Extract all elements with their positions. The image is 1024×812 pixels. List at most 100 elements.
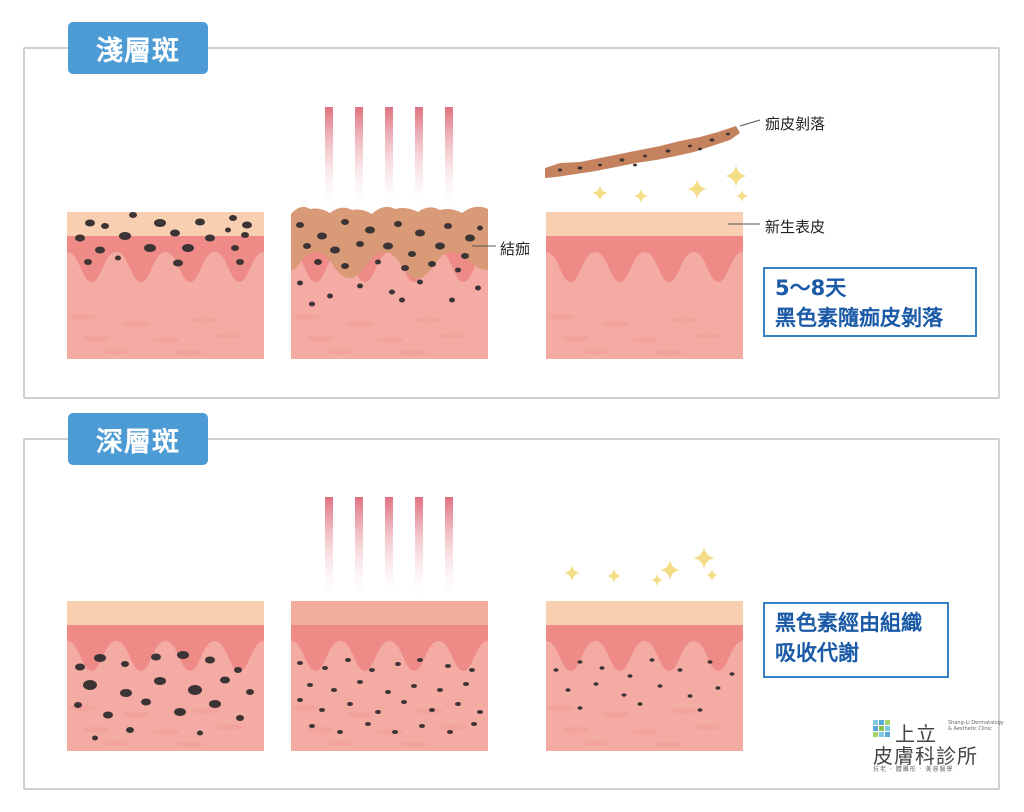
laser-beam-icon	[385, 107, 393, 205]
melanin-dot	[220, 676, 230, 684]
basal-wave-layer	[67, 236, 264, 282]
melanin-dot	[126, 727, 134, 733]
dermis-streak	[68, 704, 97, 711]
melanin-dot	[236, 715, 244, 721]
shallow-note-box: 5～8天 黑色素隨痂皮剝落	[763, 267, 977, 337]
basal-wave-layer	[67, 625, 264, 671]
melanin-dot	[395, 662, 401, 666]
melanin-dot	[331, 688, 337, 692]
dermis-streak	[102, 740, 131, 747]
melanin-dot	[119, 232, 131, 240]
melanin-dot	[593, 682, 599, 686]
melanin-dot	[429, 708, 435, 712]
sparkle-icon	[592, 185, 608, 201]
melanin-dot	[84, 259, 92, 265]
melanin-dot	[75, 234, 85, 242]
melanin-dot	[83, 680, 97, 690]
dermis-streak	[190, 707, 219, 714]
scab-label: 結痂	[500, 240, 531, 258]
dermis-streak	[693, 332, 722, 339]
melanin-dot	[599, 666, 605, 670]
melanin-dot	[182, 244, 194, 252]
peel-label: 痂皮剝落	[765, 115, 826, 133]
melanin-dot	[577, 660, 583, 664]
laser-beam-icon	[445, 107, 453, 205]
laser-beam-icon	[325, 107, 333, 205]
melanin-dot	[449, 297, 455, 303]
epidermis-layer	[67, 601, 264, 625]
melanin-dot	[619, 158, 625, 162]
melanin-dot	[103, 711, 113, 719]
melanin-dot	[314, 259, 322, 265]
melanin-dot	[337, 730, 343, 734]
melanin-dot	[437, 688, 443, 692]
melanin-dot	[598, 163, 602, 167]
clinic-logo-icon	[873, 720, 890, 737]
dermis-streak	[68, 314, 97, 321]
melanin-dot	[375, 259, 381, 265]
scab-layer	[291, 206, 488, 278]
dermis-streak	[121, 320, 150, 327]
melanin-dot	[115, 255, 121, 261]
laser-beam-icon	[385, 497, 393, 595]
sparkle-icon	[736, 190, 748, 202]
melanin-dot	[205, 234, 215, 242]
melanin-dot	[356, 241, 364, 247]
deep-spot-title: 深層斑	[68, 413, 208, 465]
melanin-dot	[401, 265, 409, 271]
sparkle-icon	[651, 574, 663, 586]
dermis-streak	[399, 741, 428, 748]
dermis-streak	[151, 728, 180, 735]
dermis-streak	[306, 726, 335, 733]
dermis-streak	[82, 726, 111, 733]
dermis-streak	[669, 707, 698, 714]
melanin-dot	[455, 702, 461, 706]
melanin-dot	[435, 242, 445, 250]
sparkle-icon	[693, 547, 715, 569]
dermis-streak	[345, 320, 374, 327]
melanin-dot	[141, 698, 151, 706]
melanin-dot	[297, 280, 303, 286]
melanin-dot	[121, 661, 129, 667]
dermis-streak	[630, 728, 659, 735]
clinic-english-name: Shang-Li Dermatology & Aesthetic Clinic	[948, 720, 1004, 732]
melanin-dot	[419, 724, 425, 728]
melanin-dot	[234, 667, 242, 673]
melanin-dot	[327, 293, 333, 299]
melanin-dot	[707, 660, 713, 664]
melanin-dot	[444, 223, 452, 229]
melanin-dot	[144, 244, 156, 252]
deep-note-line2: 吸收代謝	[775, 641, 859, 665]
melanin-dot	[209, 700, 221, 708]
dermis-streak	[547, 314, 576, 321]
melanin-dot	[411, 684, 417, 688]
melanin-dot	[225, 227, 231, 233]
melanin-dot	[389, 289, 395, 295]
melanin-dot	[698, 147, 702, 151]
epidermis-layer	[291, 601, 488, 625]
melanin-dot	[177, 651, 189, 659]
melanin-dot	[309, 724, 315, 728]
melanin-dot	[205, 656, 215, 664]
dermis-streak	[190, 316, 219, 323]
laser-beam-icon	[355, 497, 363, 595]
dermis-streak	[654, 349, 683, 356]
melanin-dot	[242, 221, 252, 229]
sparkle-icon	[687, 179, 707, 199]
melanin-dot	[447, 730, 453, 734]
melanin-dot	[577, 166, 583, 170]
melanin-dot	[627, 674, 633, 678]
melanin-dot	[445, 664, 451, 668]
melanin-dot	[697, 708, 703, 712]
melanin-dot	[637, 702, 643, 706]
melanin-dot	[565, 688, 571, 692]
melanin-dot	[307, 683, 313, 687]
melanin-dot	[687, 694, 693, 698]
melanin-dot	[461, 253, 469, 259]
melanin-dot	[577, 706, 583, 710]
deep-note-box: 黑色素經由組織 吸收代謝	[763, 602, 949, 678]
dermis-streak	[306, 335, 335, 342]
dermis-streak	[414, 316, 443, 323]
melanin-dot	[246, 689, 254, 695]
dermis-streak	[375, 337, 404, 344]
